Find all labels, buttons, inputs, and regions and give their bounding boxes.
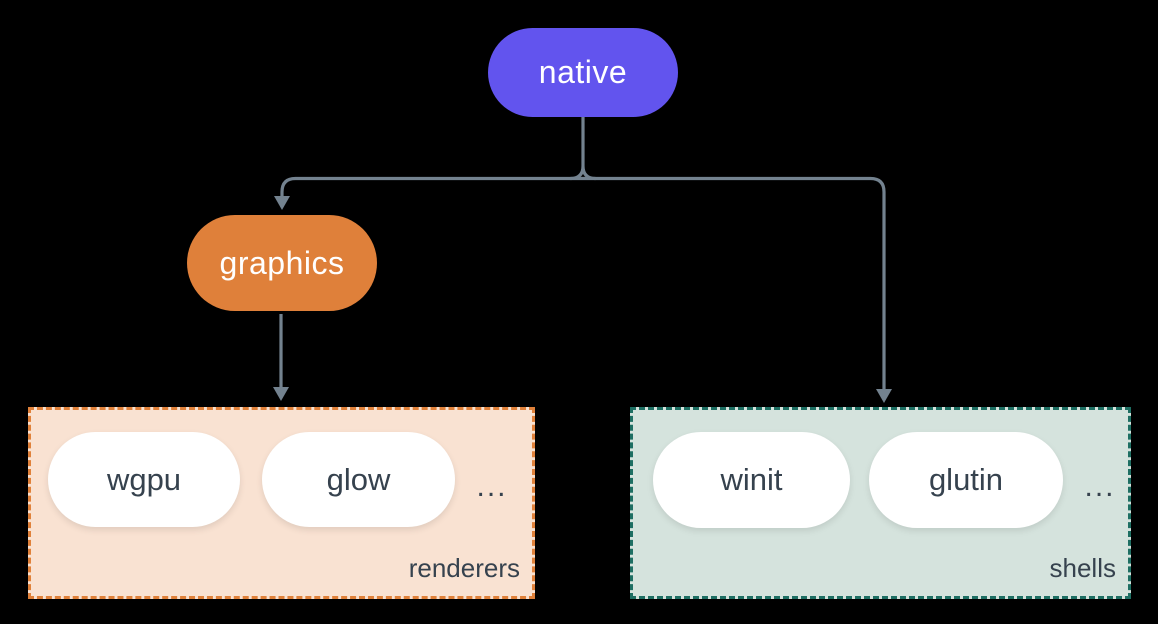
node-glutin: glutin bbox=[869, 432, 1063, 528]
renderers-ellipsis: ... bbox=[476, 469, 508, 503]
node-graphics: graphics bbox=[187, 215, 377, 311]
node-wgpu: wgpu bbox=[48, 432, 240, 527]
native-stem-line bbox=[570, 117, 596, 181]
arrowhead-to-graphics bbox=[274, 196, 290, 210]
fork-rail-line bbox=[280, 176, 886, 390]
node-native: native bbox=[488, 28, 678, 117]
node-wgpu-label: wgpu bbox=[106, 461, 182, 497]
arrowhead-to-shells bbox=[876, 389, 892, 403]
node-graphics-label: graphics bbox=[219, 244, 345, 281]
node-glutin-label: glutin bbox=[928, 462, 1004, 497]
node-native-label: native bbox=[538, 54, 628, 90]
group-renderers: wgpu glow ... renderers bbox=[28, 407, 535, 599]
arrowhead-to-renderers bbox=[273, 387, 289, 401]
shells-ellipsis: ... bbox=[1084, 469, 1116, 503]
renderers-group-label: renderers bbox=[408, 553, 520, 583]
shells-group-label: shells bbox=[1049, 553, 1116, 583]
node-glow: glow bbox=[262, 432, 455, 527]
group-shells: winit glutin ... shells bbox=[630, 407, 1131, 599]
node-winit-label: winit bbox=[720, 462, 783, 497]
node-winit: winit bbox=[653, 432, 850, 528]
node-glow-label: glow bbox=[326, 461, 391, 497]
